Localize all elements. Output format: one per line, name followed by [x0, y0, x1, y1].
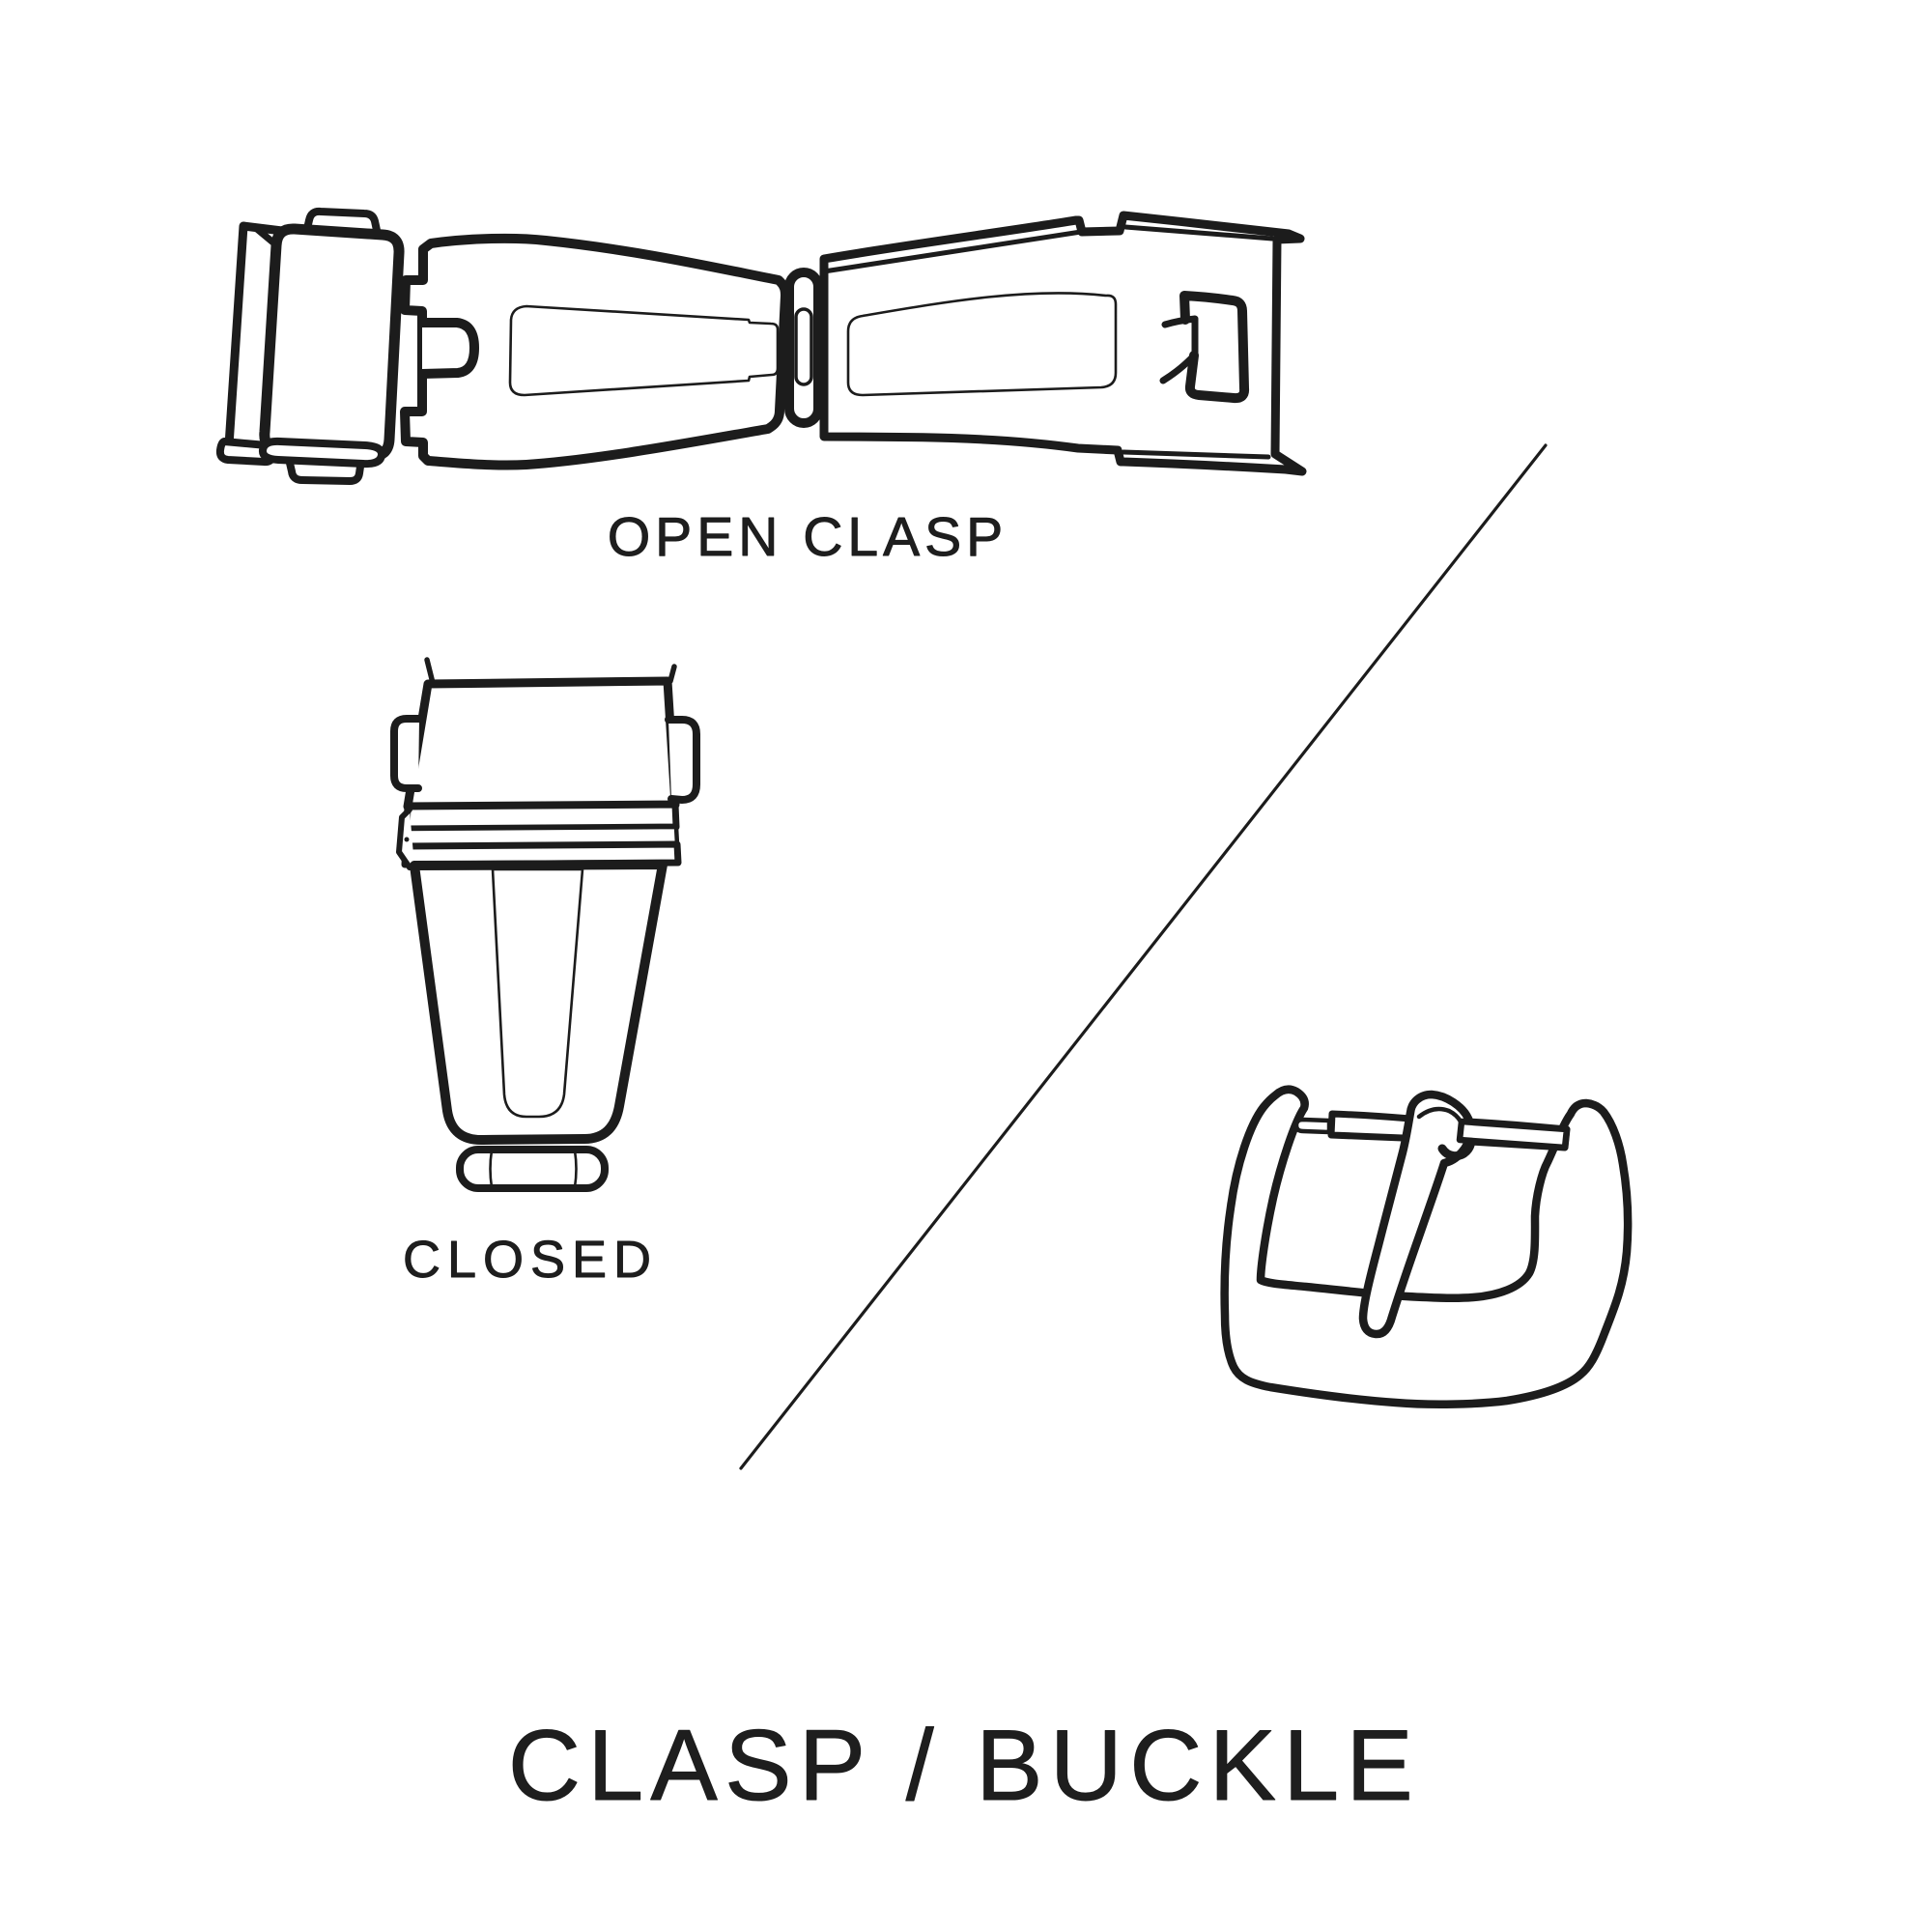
svg-text:CLOSED: CLOSED — [403, 1231, 658, 1289]
svg-text:OPEN CLASP: OPEN CLASP — [608, 506, 1008, 568]
svg-text:CLASP / BUCKLE: CLASP / BUCKLE — [508, 1710, 1420, 1822]
